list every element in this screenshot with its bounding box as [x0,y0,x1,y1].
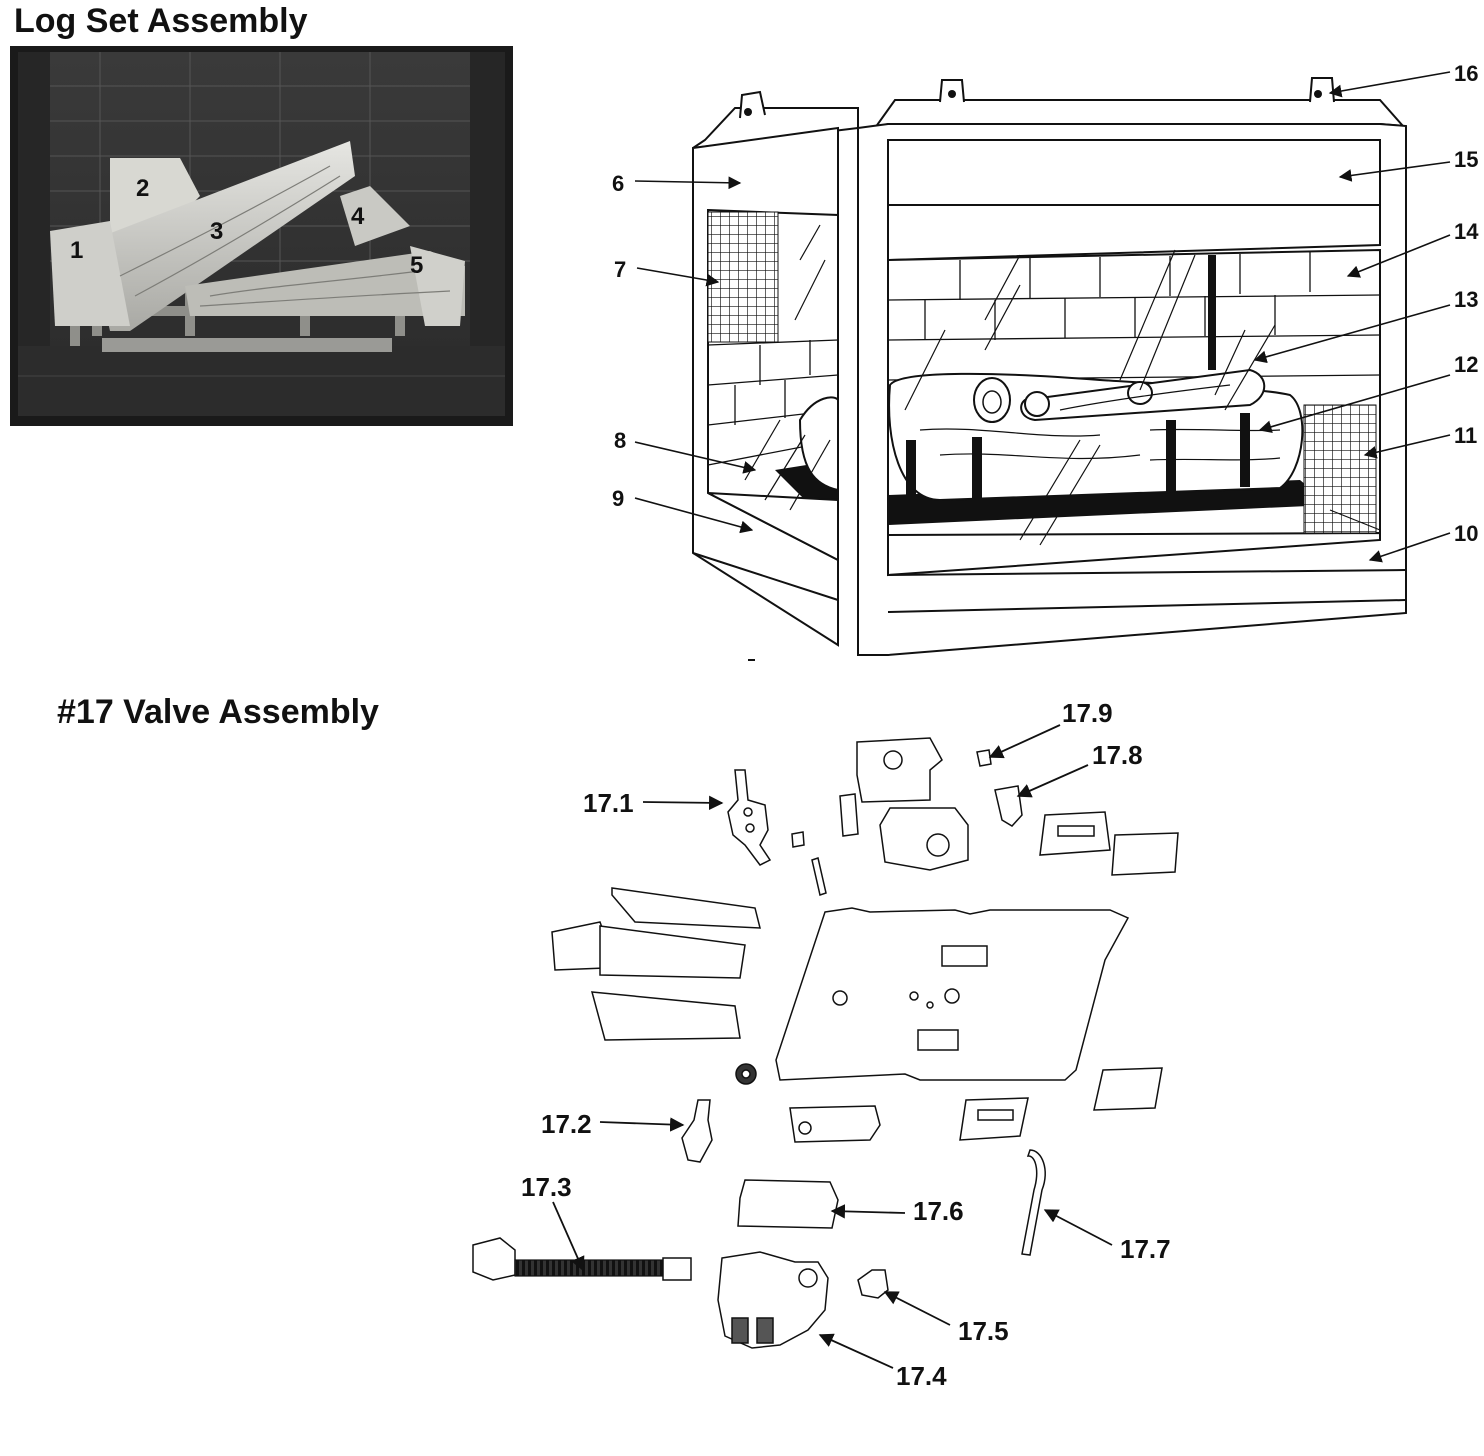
callout-17-9: 17.9 [1062,698,1113,728]
callout-17-4: 17.4 [896,1361,947,1391]
log-label-3: 3 [210,218,223,245]
log-label-4: 4 [351,203,365,230]
log-label-2: 2 [136,175,149,202]
callout-7: 7 [614,257,626,282]
callout-17-7: 17.7 [1120,1234,1171,1264]
callout-17-2: 17.2 [541,1109,592,1139]
callout-11: 11 [1454,423,1477,448]
log-set-heading: Log Set Assembly [14,2,308,40]
fireplace-diagram: 6 7 8 9 10 11 12 13 14 15 16 [612,61,1479,661]
callout-12: 12 [1454,352,1478,377]
valve-assembly-heading: #17 Valve Assembly [57,693,379,731]
valve-assembly-diagram: 17.1 17.2 17.3 17.4 17.5 17.6 17.7 17.8 … [472,698,1179,1391]
callout-16: 16 [1454,61,1478,86]
callout-14: 14 [1454,219,1479,244]
callout-10: 10 [1454,521,1478,546]
callout-6: 6 [612,171,624,196]
callout-17-3: 17.3 [521,1172,572,1202]
callout-17-5: 17.5 [958,1316,1009,1346]
log-set-photo: 2 3 4 1 5 [10,46,513,426]
callout-9: 9 [612,486,624,511]
log-label-5: 5 [410,252,423,279]
log-label-1: 1 [70,237,83,264]
callout-17-8: 17.8 [1092,740,1143,770]
callout-17-1: 17.1 [583,788,634,818]
callout-13: 13 [1454,287,1478,312]
callout-15: 15 [1454,147,1478,172]
callout-17-6: 17.6 [913,1196,964,1226]
callout-8: 8 [614,428,626,453]
